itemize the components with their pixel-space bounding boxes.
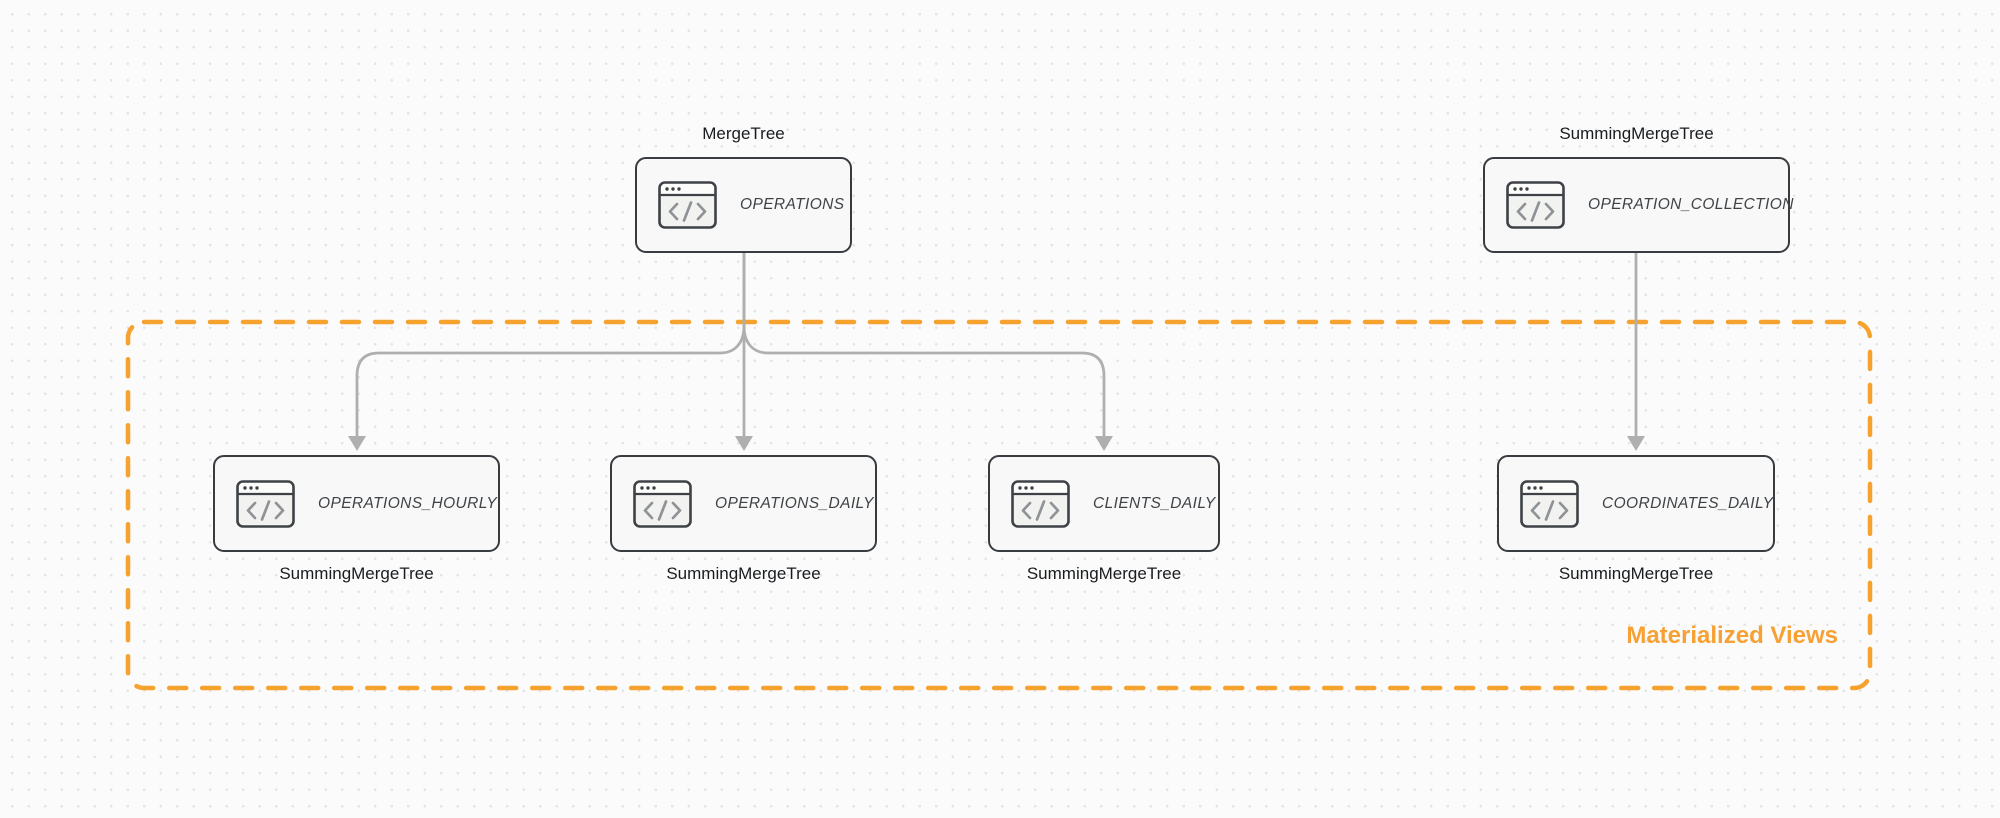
code-window-icon [1011, 479, 1070, 528]
table-name-operations: OPERATIONS [740, 196, 845, 213]
engine-label-operation-collection: SummingMergeTree [1559, 124, 1714, 143]
table-name-clients-daily: CLIENTS_DAILY [1093, 494, 1216, 512]
arrowhead-operations-daily [735, 436, 753, 451]
code-window-icon [1520, 479, 1579, 528]
engine-label-operations-daily: SummingMergeTree [666, 564, 821, 583]
table-name-operations-hourly: OPERATIONS_HOURLY [318, 494, 498, 512]
table-name-operation-collection: OPERATION_COLLECTION [1588, 196, 1794, 213]
engine-label-operations: MergeTree [702, 124, 785, 143]
arrowhead-coordinates-daily [1627, 436, 1645, 451]
engine-label-operations-hourly: SummingMergeTree [279, 564, 434, 583]
materialized-views-caption: Materialized Views [1626, 622, 1838, 649]
table-box-operations: OPERATIONS [635, 157, 852, 253]
code-window-icon [236, 479, 295, 528]
edge-operations-to-clients-daily [742, 251, 1106, 439]
node-operations-daily: OPERATIONS_DAILY SummingMergeTree [610, 455, 877, 585]
arrowhead-operations-hourly [348, 436, 366, 451]
code-window-icon [658, 181, 717, 229]
table-box-clients-daily: CLIENTS_DAILY [988, 455, 1220, 552]
engine-label-coordinates-daily: SummingMergeTree [1558, 564, 1714, 583]
edge-operations-to-operations-hourly [355, 251, 746, 439]
node-operation-collection: SummingMergeTree OPERATION_COLLECTION [1483, 123, 1793, 253]
node-coordinates-daily: COORDINATES_DAILY SummingMergeTree [1497, 455, 1775, 585]
code-window-icon [1506, 181, 1565, 229]
node-clients-daily: CLIENTS_DAILY SummingMergeTree [988, 455, 1220, 585]
arrowhead-clients-daily [1095, 436, 1113, 451]
node-operations: MergeTree OPERATIONS [635, 123, 852, 253]
table-box-operation-collection: OPERATION_COLLECTION [1483, 157, 1793, 253]
table-name-operations-daily: OPERATIONS_DAILY [715, 494, 874, 512]
table-box-operations-hourly: OPERATIONS_HOURLY [213, 455, 500, 552]
code-window-icon [633, 479, 692, 528]
node-operations-hourly: OPERATIONS_HOURLY SummingMergeTree [213, 455, 500, 585]
table-box-operations-daily: OPERATIONS_DAILY [610, 455, 877, 552]
engine-label-clients-daily: SummingMergeTree [1026, 564, 1182, 583]
table-box-coordinates-daily: COORDINATES_DAILY [1497, 455, 1775, 552]
table-name-coordinates-daily: COORDINATES_DAILY [1602, 494, 1774, 512]
